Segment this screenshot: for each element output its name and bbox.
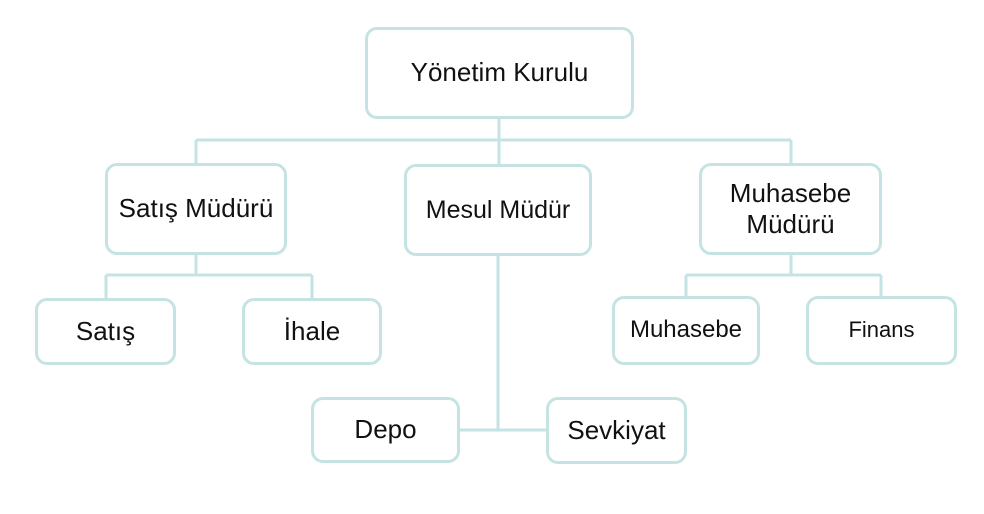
- node-muhasebe-muduru: Muhasebe Müdürü: [699, 163, 882, 255]
- node-label: Sevkiyat: [567, 414, 666, 445]
- node-label: Yönetim Kurulu: [410, 57, 589, 88]
- node-ihale: İhale: [242, 298, 382, 365]
- node-label: Satış Müdürü: [118, 193, 274, 224]
- node-sevkiyat: Sevkiyat: [546, 397, 687, 464]
- node-satis: Satış: [35, 298, 176, 365]
- node-muhasebe: Muhasebe: [612, 296, 760, 365]
- node-label: Mesul Müdür: [425, 196, 571, 224]
- node-label: Finans: [848, 317, 915, 343]
- node-label: Depo: [354, 414, 417, 445]
- node-depo: Depo: [311, 397, 460, 463]
- node-label: Muhasebe Müdürü: [729, 177, 852, 239]
- node-mesul-mudur: Mesul Müdür: [404, 164, 592, 256]
- node-label: Muhasebe: [629, 316, 743, 344]
- node-satis-muduru: Satış Müdürü: [105, 163, 287, 255]
- node-yonetim-kurulu: Yönetim Kurulu: [365, 27, 634, 119]
- node-label: Satış: [75, 315, 136, 346]
- node-label: İhale: [283, 315, 341, 346]
- node-finans: Finans: [806, 296, 957, 365]
